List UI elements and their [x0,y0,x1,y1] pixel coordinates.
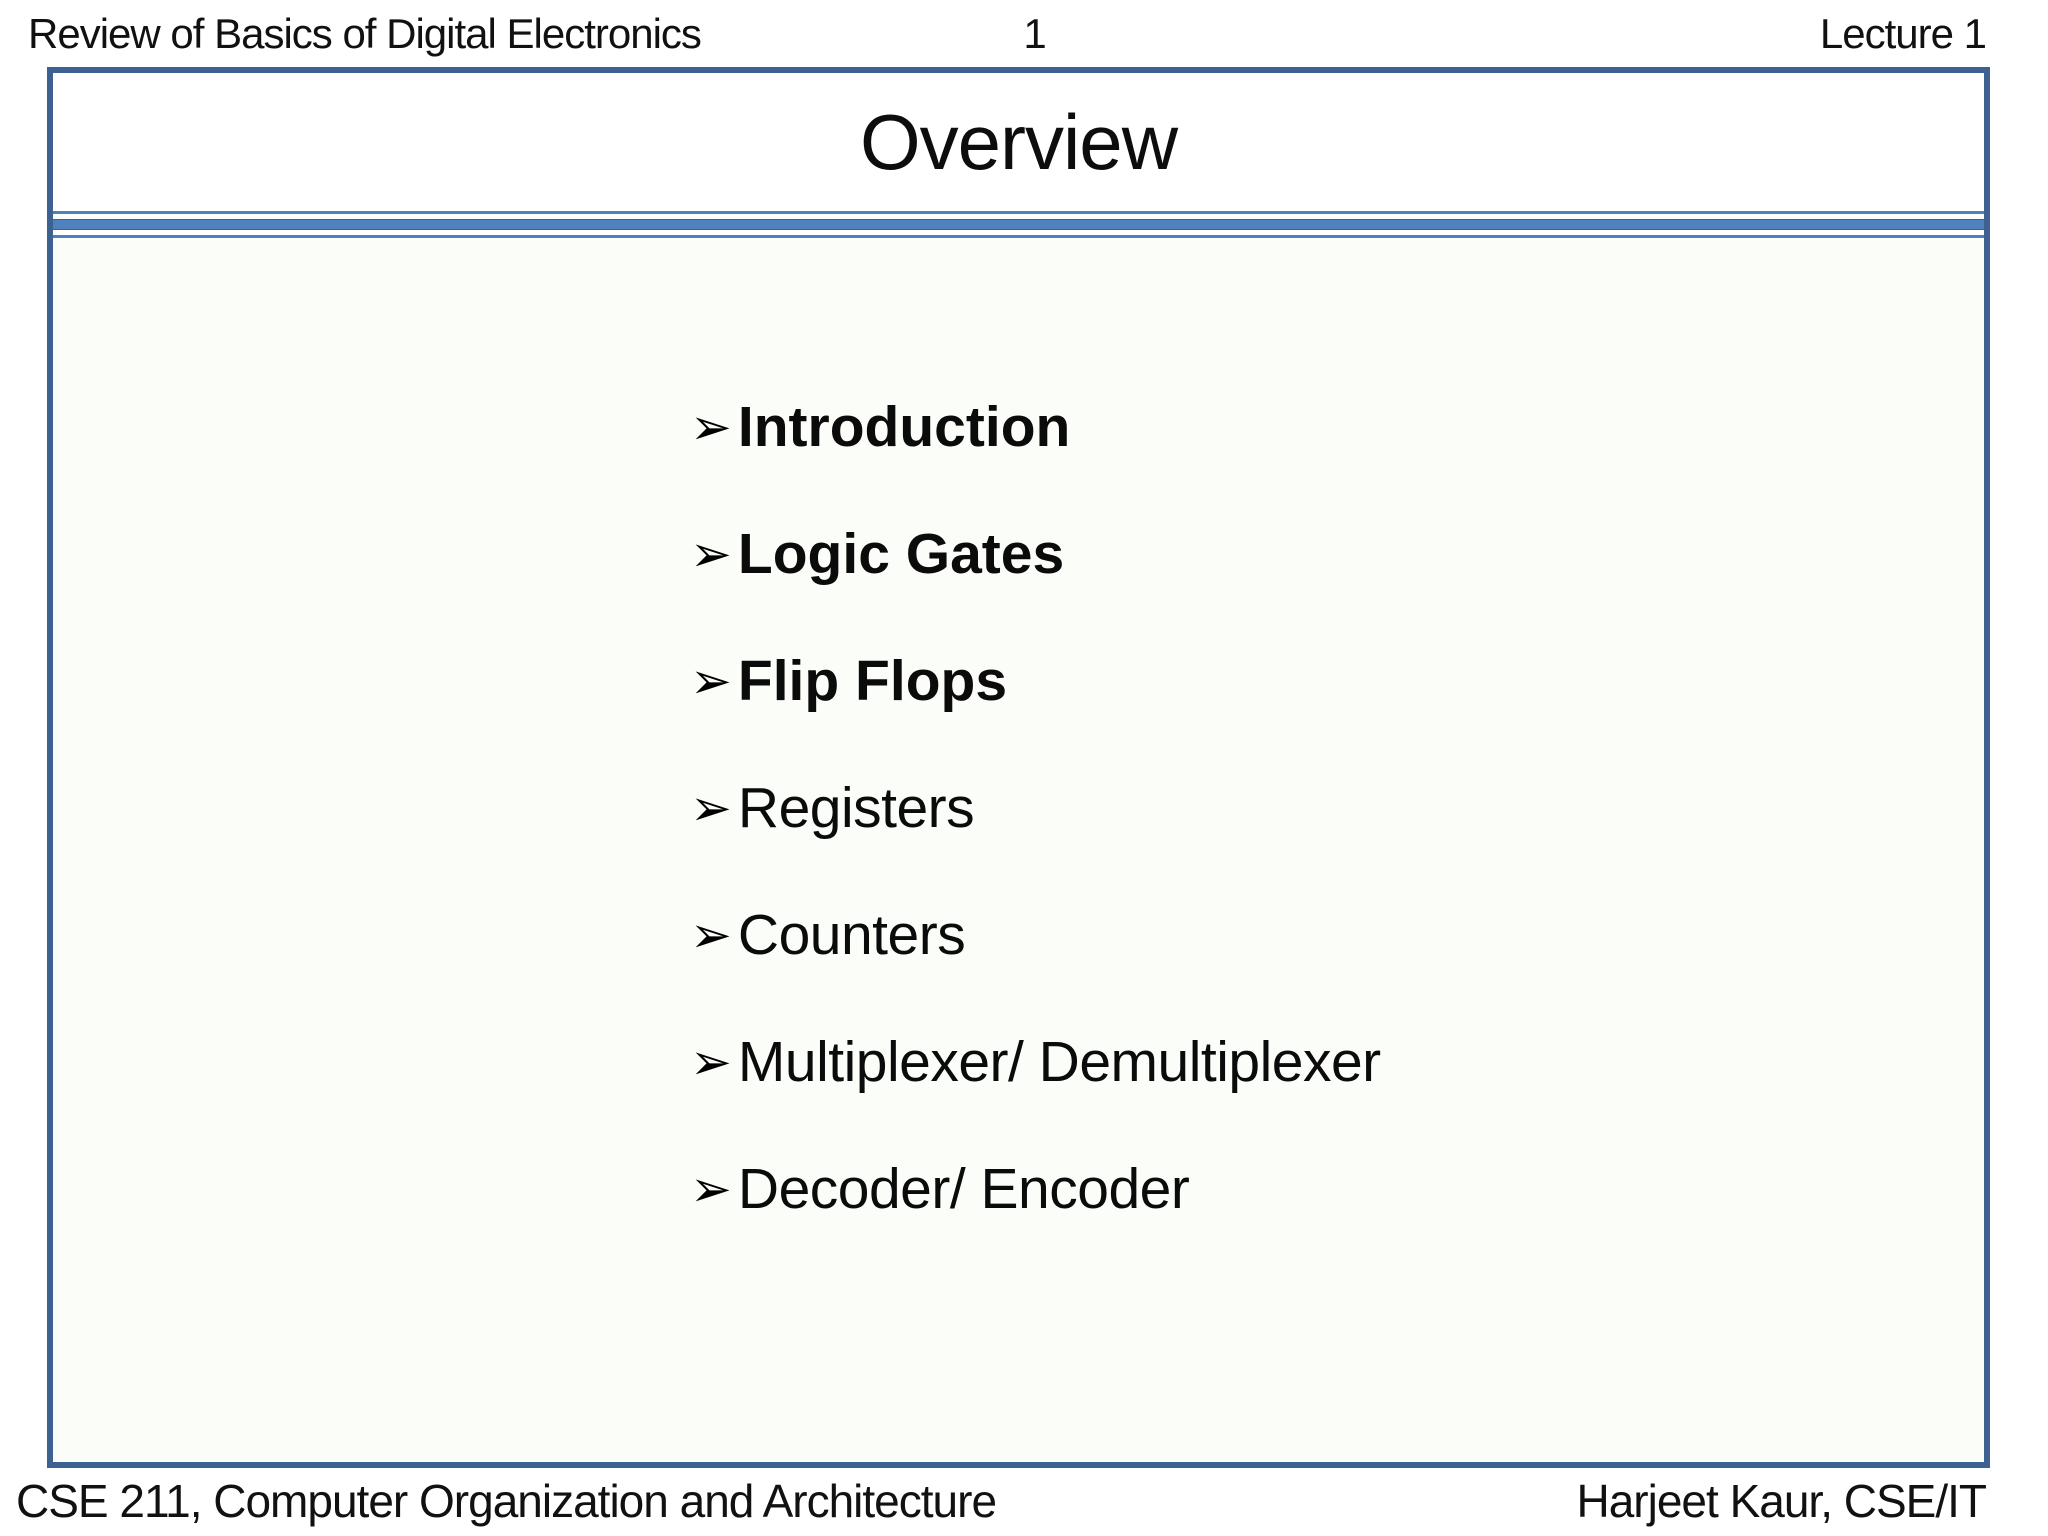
arrow-bullet-icon: ➢ [690,1033,732,1091]
header-course-title: Review of Basics of Digital Electronics [28,10,702,57]
list-item-counters: ➢ Counters [690,904,1381,966]
list-item-introduction: ➢ Introduction [690,396,1381,458]
footer-author-label: Harjeet Kaur, CSE/IT [1576,1475,1987,1527]
separator-gap [53,230,1984,235]
header-lecture-label: Lecture 1 [1819,10,1987,57]
footer-bar: CSE 211, Computer Organization and Archi… [0,1466,2048,1536]
arrow-bullet-icon: ➢ [690,652,732,710]
arrow-bullet-icon: ➢ [690,779,732,837]
bullet-label: Introduction [737,395,1071,459]
list-item-logic-gates: ➢ Logic Gates [690,523,1381,585]
page-number: 1 [1023,10,1047,57]
slide-title-area: Overview [53,73,1984,211]
separator-gap [53,214,1984,219]
bullet-label: Counters [737,903,966,967]
overview-bullet-list: ➢ Introduction ➢ Logic Gates ➢ Flip Flop… [690,396,1381,1285]
list-item-flip-flops: ➢ Flip Flops [690,650,1381,712]
footer-course-label: CSE 211, Computer Organization and Archi… [16,1475,997,1527]
slide-frame: Overview ➢ Introduction ➢ Logic Gates ➢ … [47,67,1990,1468]
arrow-bullet-icon: ➢ [690,906,732,964]
bullet-label: Logic Gates [737,522,1065,586]
list-item-decoder-encoder: ➢ Decoder/ Encoder [690,1158,1381,1220]
title-separator [53,211,1984,238]
list-item-multiplexer-demultiplexer: ➢ Multiplexer/ Demultiplexer [690,1031,1381,1093]
bullet-label: Multiplexer/ Demultiplexer [737,1030,1381,1094]
header-bar: Review of Basics of Digital Electronics … [0,0,2048,64]
bullet-label: Decoder/ Encoder [737,1157,1190,1221]
separator-thin-line-top [53,211,1984,214]
slide-body: ➢ Introduction ➢ Logic Gates ➢ Flip Flop… [53,238,1984,1462]
bullet-label: Flip Flops [737,649,1008,713]
separator-thin-line-bottom [53,235,1984,238]
list-item-registers: ➢ Registers [690,777,1381,839]
arrow-bullet-icon: ➢ [690,398,732,456]
arrow-bullet-icon: ➢ [690,525,732,583]
separator-thick-line [53,219,1984,230]
arrow-bullet-icon: ➢ [690,1160,732,1218]
slide-title: Overview [859,97,1178,186]
bullet-label: Registers [737,776,975,840]
